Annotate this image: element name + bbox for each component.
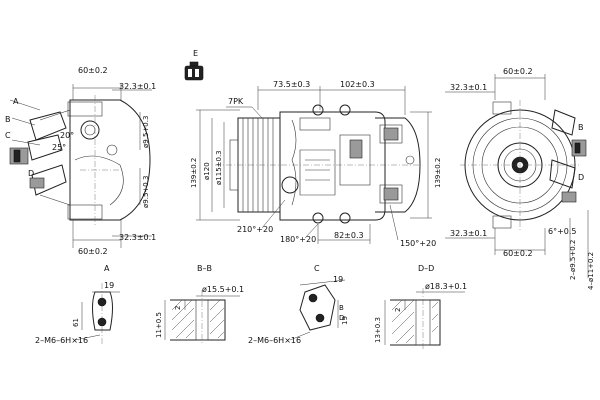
dim-102: 102±0.3 <box>340 80 375 89</box>
dim-9-5-top-left: ø9.5+0.3 <box>142 116 150 148</box>
main-front-view: 73.5±0.3 102±0.3 7PK 139±0.2 ø120 ø115±0… <box>190 80 442 248</box>
right-end-view: 60±0.2 32.3±0.1 B D 32.3±0.1 60±0.2 <box>445 67 595 290</box>
dim-dd-13: 13+0.3 <box>374 317 382 343</box>
dim-a-61: 61 <box>72 318 80 327</box>
dim-dd-2: 2 <box>394 308 402 312</box>
label-section-dd: D–D <box>418 264 434 273</box>
detail-section-c: C 19 19 B D 2–M6–6H×16 <box>248 264 349 345</box>
dim-139-right: 139±0.2 <box>434 158 442 188</box>
angle-150: 150°+20 <box>400 239 436 248</box>
dim-bb-11: 11+0.5 <box>155 312 163 338</box>
dim-bb-15-5: ø15.5+0.1 <box>202 285 244 294</box>
label-section-bb: B–B <box>197 264 212 273</box>
dim-9-5-bot-left: ø9.5+0.3 <box>142 176 150 208</box>
left-connector-assembly <box>9 109 71 206</box>
label-left-d: D <box>28 169 34 178</box>
label-right-b: B <box>578 123 584 132</box>
label-section-c: C <box>314 264 320 273</box>
dim-dd-18-3: ø18.3+0.1 <box>425 282 467 291</box>
label-7pk: 7PK <box>228 97 244 106</box>
label-left-a: A <box>13 97 19 106</box>
connector-e-detail: E <box>184 49 204 81</box>
dim-60-bot-right: 60±0.2 <box>503 249 533 258</box>
dim-c-19: 19 <box>333 275 343 284</box>
dim-139-left: 139±0.2 <box>190 158 198 188</box>
label-c-d: D <box>339 314 344 322</box>
detail-section-a: A 19 61 2–M6–6H×16 <box>35 264 120 345</box>
dim-120: ø120 <box>203 162 211 180</box>
dim-60-top-right: 60±0.2 <box>503 67 533 76</box>
dim-c-19b: 19 <box>341 316 349 325</box>
right-connector-assembly <box>549 109 587 203</box>
left-side-view: 60±0.2 32.3±0.1 A B C D 20° <box>5 66 156 256</box>
dim-60-bot-left: 60±0.2 <box>78 247 108 256</box>
dim-a-thread: 2–M6–6H×16 <box>35 336 88 345</box>
label-right-d: D <box>578 173 584 182</box>
angle-6: 6°+0.5 <box>548 227 577 236</box>
angle-210: 210°+20 <box>237 225 273 234</box>
angle-20: 20° <box>60 131 74 140</box>
angle-25: 25° <box>52 143 66 152</box>
dim-32-3-top-right: 32.3±0.1 <box>450 83 487 92</box>
dim-11-right: 4–ø11+0.2 <box>587 252 595 290</box>
dim-60-top-left: 60±0.2 <box>78 66 108 75</box>
label-left-c: C <box>5 131 11 140</box>
label-section-a: A <box>104 264 110 273</box>
dim-c-thread: 2–M6–6H×16 <box>248 336 301 345</box>
dim-32-3-top-left: 32.3±0.1 <box>119 82 156 91</box>
dim-73-5: 73.5±0.3 <box>273 80 310 89</box>
label-e-view: E <box>193 49 198 58</box>
bb-hatching <box>171 299 225 339</box>
dim-115: ø115±0.3 <box>215 150 223 185</box>
dim-a-19: 19 <box>104 281 114 290</box>
dim-32-3-bot-right: 32.3±0.1 <box>450 229 487 238</box>
pulley-grooves <box>242 118 274 212</box>
dim-82: 82±0.3 <box>334 231 364 240</box>
detail-section-bb: B–B ø15.5+0.1 2 11+0.5 <box>155 264 244 345</box>
dim-9-5-right: 2–ø9.5+0.2 <box>569 240 577 280</box>
dim-bb-2: 2 <box>174 306 182 310</box>
detail-section-dd: D–D ø18.3+0.1 2 13+0.3 <box>374 264 467 350</box>
dd-hatching <box>391 299 439 344</box>
dim-32-3-bot-left: 32.3±0.1 <box>119 233 156 242</box>
angle-180: 180°+20 <box>280 235 316 244</box>
label-c-b: B <box>339 304 344 312</box>
label-left-b: B <box>5 115 11 124</box>
